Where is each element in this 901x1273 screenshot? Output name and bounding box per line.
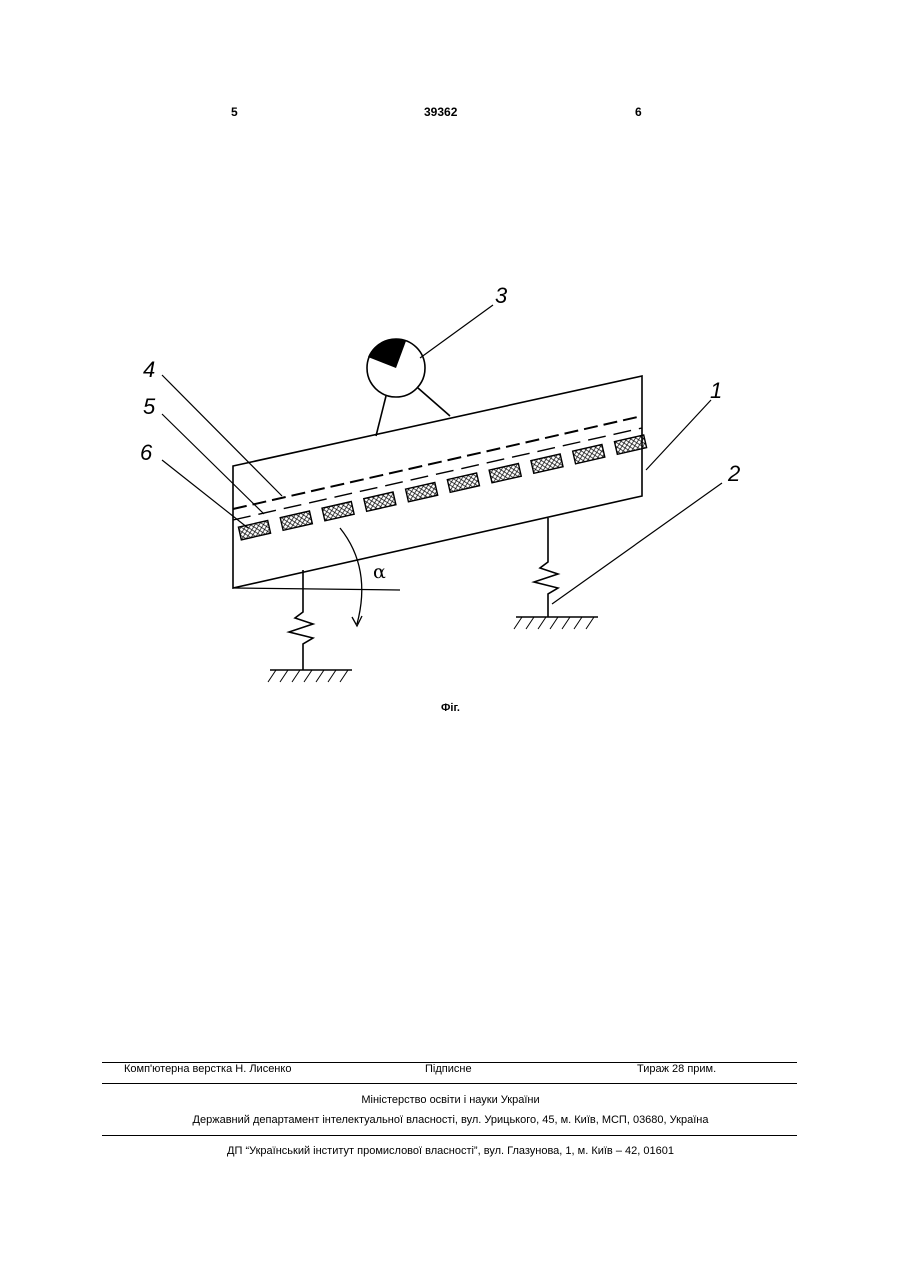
hatched-element <box>447 473 479 492</box>
hatched-element <box>531 454 563 473</box>
label-alpha: α <box>373 561 386 583</box>
hatched-element <box>573 444 605 463</box>
subscription-note: Підписне <box>425 1063 472 1075</box>
hatched-element <box>489 463 521 482</box>
institute-address: ДП “Український інститут промислової вла… <box>0 1145 901 1157</box>
footer-rule-middle <box>102 1083 797 1084</box>
hatched-element <box>322 502 354 521</box>
leader-lines <box>162 305 722 604</box>
screen-deck-lower <box>233 428 642 520</box>
label-5: 5 <box>143 394 156 419</box>
label-1: 1 <box>710 378 722 403</box>
department-address: Державний департамент інтелектуальної вл… <box>0 1114 901 1126</box>
label-4: 4 <box>143 357 155 382</box>
right-spring-support <box>514 518 598 629</box>
ministry-name: Міністерство освіти і науки України <box>0 1094 901 1106</box>
hatched-element <box>238 521 270 540</box>
patent-figure: 3 4 5 6 1 2 α <box>0 0 901 760</box>
label-6: 6 <box>140 440 153 465</box>
footer-rule-bottom <box>102 1135 797 1136</box>
label-2: 2 <box>727 461 740 486</box>
figure-caption: Фіг. <box>0 702 901 714</box>
typesetting-credit: Комп'ютерна верстка Н. Лисенко <box>124 1063 291 1075</box>
hatched-element <box>406 483 438 502</box>
circulation-note: Тираж 28 прим. <box>637 1063 716 1075</box>
hatched-element <box>364 492 396 511</box>
hatched-element <box>280 511 312 530</box>
screen-box <box>233 376 642 588</box>
label-3: 3 <box>495 283 508 308</box>
left-spring-support <box>268 570 352 682</box>
